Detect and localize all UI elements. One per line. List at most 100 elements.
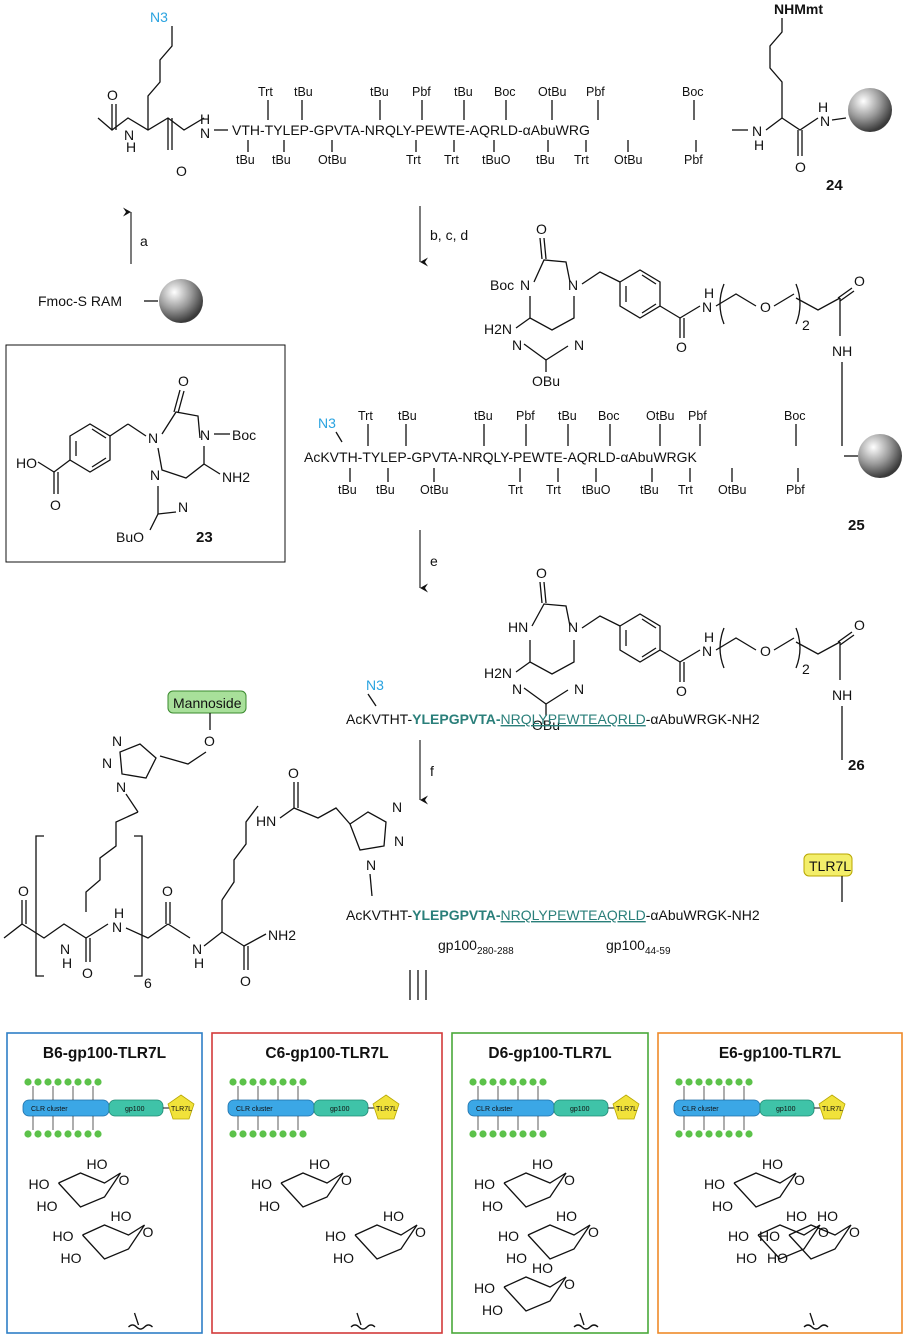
gp100-block-label: gp100 [776,1106,796,1113]
svg-text:N: N [112,733,122,749]
mannose-dot [279,1078,287,1086]
mannose-dot [24,1078,32,1086]
svg-text:N: N [702,643,712,659]
compound-label-23: 23 [196,529,213,546]
svg-text:HO: HO [37,1198,58,1214]
svg-text:HN: HN [508,619,528,635]
svg-text:OBu: OBu [532,717,560,733]
svg-text:HO: HO [556,1208,577,1224]
mannose-dot [735,1078,743,1086]
svg-text:H2N: H2N [484,665,512,681]
svg-text:tBu: tBu [398,409,417,423]
mannose-dot [489,1078,497,1086]
tlr7l-pentagon-label: TLR7L [376,1106,397,1113]
mannose-dot [489,1130,497,1138]
mannose-dot [24,1130,32,1138]
mannose-dot [229,1130,237,1138]
svg-text:HO: HO [325,1228,346,1244]
svg-text:Boc: Boc [784,409,806,423]
compound-24: O N H N3 O N H VTH-TYLEP-GPVTA-NRQLY-PEW… [97,1,892,194]
svg-text:HO: HO [474,1280,495,1296]
svg-text:H: H [704,285,714,301]
sugar-ring [354,1224,418,1260]
final-conjugate: AcKVTHT-YLEPGPVTA-NRQLYPEWTEAQRLD-αAbuWR… [346,853,853,957]
svg-text:N: N [150,467,160,483]
svg-text:O: O [176,163,187,179]
svg-text:N: N [392,799,402,815]
svg-text:NH: NH [832,343,852,359]
mannose-dot [289,1078,297,1086]
svg-text:Trt: Trt [444,153,459,167]
sugar-ring [280,1172,344,1208]
svg-text:HO: HO [532,1156,553,1172]
mannose-dot [509,1130,517,1138]
gp100-block-label: gp100 [330,1106,350,1113]
svg-text:OtBu: OtBu [718,483,747,497]
mannose-dot [529,1130,537,1138]
mannose-dot [54,1130,62,1138]
mannose-dot [249,1078,257,1086]
tlr7l-pentagon [167,1094,195,1120]
mannose-dot [299,1078,307,1086]
resin-start: Fmoc-S RAM [38,279,203,323]
mannose-dot [64,1078,72,1086]
svg-text:H: H [818,99,828,115]
svg-text:HO: HO [111,1208,132,1224]
svg-text:tBu: tBu [236,153,255,167]
resin-bead-24 [848,88,892,132]
svg-text:N: N [568,277,578,293]
mannose-dot [499,1078,507,1086]
svg-text:N: N [574,681,584,697]
svg-text:H: H [704,629,714,645]
gp100-block-label: gp100 [125,1106,145,1113]
mannose-dot [675,1130,683,1138]
svg-text:O: O [143,1224,154,1240]
mannose-dot [695,1130,703,1138]
svg-text:O: O [50,497,61,513]
svg-text:Boc: Boc [598,409,620,423]
mannose-dot [229,1078,237,1086]
svg-text:Pbf: Pbf [516,409,535,423]
svg-text:O: O [204,733,215,749]
tlr7-ligand-fragment-26: HN O N H2N N N OBu O N H O 2 O [484,565,865,760]
mannose-dot [675,1078,683,1086]
svg-text:H: H [754,137,764,153]
gp100-44-label: gp10044-59 [606,937,671,957]
tlr7l-pentagon-label: TLR7L [171,1106,192,1113]
svg-text:O: O [536,221,547,237]
mannose-dot [529,1078,537,1086]
mannose-dot [44,1130,52,1138]
svg-text:H: H [194,955,204,971]
svg-text:BuO: BuO [116,529,144,545]
mannose-dot [269,1130,277,1138]
mannose-dot [519,1130,527,1138]
svg-text:HO: HO [759,1228,780,1244]
mannoside-cluster: Mannoside O N N N 6 O N H O N H O N H [3,690,404,991]
svg-text:O: O [564,1172,575,1188]
svg-text:HO: HO [817,1208,838,1224]
compound-23-box: O HO N O N Boc NH2 N N BuO 23 [5,344,286,563]
panel-title: C6-gp100-TLR7L [265,1045,388,1062]
sugar-ring [757,1224,821,1260]
svg-text:Pbf: Pbf [786,483,805,497]
mannose-dot [469,1130,477,1138]
tlr7-ligand-fragment-25: Boc N O N H2N N N OBu O N H O 2 [484,221,865,446]
mannoside-tag [167,690,247,714]
svg-text:HO: HO [259,1198,280,1214]
mannose-dot [259,1130,267,1138]
compound-label-26: 26 [848,757,865,774]
svg-text:N: N [200,427,210,443]
svg-text:H: H [126,139,136,155]
mannose-dot [695,1078,703,1086]
svg-text:2: 2 [802,317,810,333]
mannose-dot [479,1130,487,1138]
mannose-dot [84,1130,92,1138]
sugar-ring [82,1224,146,1260]
svg-text:NH2: NH2 [222,469,250,485]
svg-text:tBuO: tBuO [582,483,611,497]
svg-text:N: N [512,681,522,697]
svg-text:O: O [854,273,865,289]
svg-text:HO: HO [53,1228,74,1244]
mannose-dot [745,1130,753,1138]
